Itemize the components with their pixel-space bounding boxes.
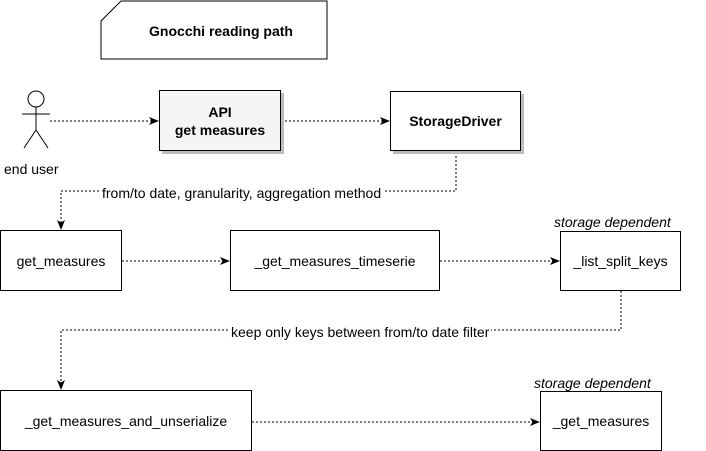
storage-dependent-annotation-1: storage dependent [554,214,671,230]
get-measures-private-label: _get_measures [552,413,650,429]
edge-label-driver-params: from/to date, granularity, aggregation m… [100,185,384,201]
edge-label-key-filter: keep only keys between from/to date filt… [229,324,492,340]
get-measures-label: get_measures [16,252,106,269]
api-box-line2: get measures [174,121,266,138]
get-measures-and-unserialize-label: _get_measures_and_unserialize [24,412,228,429]
get-measures-timeserie-box: _get_measures_timeserie [230,230,440,291]
get-measures-box: get_measures [0,230,122,291]
title-note-shape [100,0,328,60]
list-split-keys-label: _list_split_keys [573,253,668,269]
api-get-measures-box: API get measures [159,90,281,151]
api-box-line1: API [208,103,232,120]
storage-driver-label: StorageDriver [409,113,502,129]
list-split-keys-box: _list_split_keys [560,231,681,291]
end-user-label: end user [4,161,59,177]
end-user-actor-icon [22,90,50,149]
get-measures-private-box: _get_measures [540,391,662,451]
storage-driver-box: StorageDriver [390,91,521,151]
edge-splitkeys-unserialize [57,291,622,390]
get-measures-timeserie-label: _get_measures_timeserie [254,252,416,269]
storage-dependent-annotation-2: storage dependent [534,375,651,391]
get-measures-and-unserialize-box: _get_measures_and_unserialize [0,390,252,451]
diagram-title: Gnocchi reading path [149,23,293,39]
